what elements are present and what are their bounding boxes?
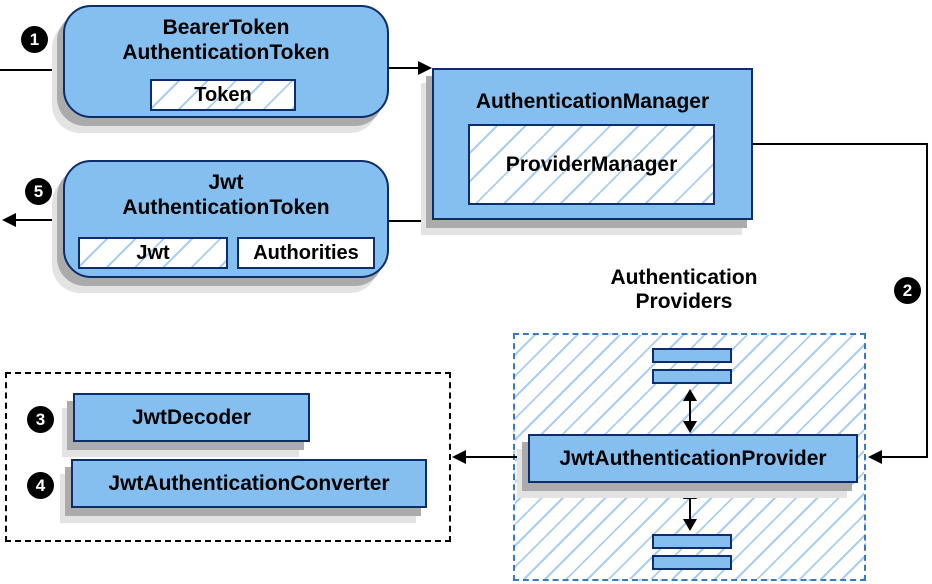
authorities-field: Authorities	[237, 237, 375, 269]
authorities-field-label: Authorities	[253, 241, 359, 264]
double-arrow-top-up-icon	[683, 389, 697, 401]
step-badge-4-number: 4	[35, 476, 46, 495]
outgoing-result-line	[14, 219, 64, 221]
jwt-authentication-provider-label: JwtAuthenticationProvider	[559, 446, 827, 470]
bearer-to-manager-arrowhead-icon	[418, 61, 432, 75]
authentication-providers-label-line2: Providers	[635, 290, 733, 313]
provider-manager-inner-box: ProviderManager	[468, 124, 715, 205]
jwt-token-title: Jwt AuthenticationToken	[65, 162, 387, 220]
jwt-authentication-converter-node: JwtAuthenticationConverter	[71, 459, 427, 508]
bearer-token-title-line2: AuthenticationToken	[122, 41, 330, 64]
double-arrow-top-down-icon	[683, 421, 697, 433]
jwt-field-label: Jwt	[136, 241, 170, 264]
provider-stack-rect-top-1	[652, 348, 732, 363]
provider-stack-rect-bottom-2	[652, 555, 732, 570]
step-badge-3: 3	[27, 406, 54, 433]
jwt-field: Jwt	[78, 237, 228, 269]
outgoing-result-arrowhead-icon	[2, 213, 16, 227]
manager-to-provider-line-top	[753, 143, 928, 145]
step-badge-5-number: 5	[33, 182, 44, 201]
step-badge-1: 1	[21, 26, 48, 53]
jwt-token-title-line1: Jwt	[208, 171, 244, 194]
bearer-token-authentication-token-node: BearerToken AuthenticationToken Token	[63, 5, 389, 118]
step-badge-5: 5	[25, 178, 52, 205]
manager-to-provider-line-bottom	[882, 456, 928, 458]
authentication-manager-title: AuthenticationManager	[475, 90, 710, 113]
step-badge-3-number: 3	[35, 410, 46, 429]
step-badge-2: 2	[894, 277, 921, 304]
double-arrow-bottom-up-icon	[683, 487, 697, 499]
authentication-manager-node: AuthenticationManager ProviderManager	[432, 68, 753, 220]
bearer-to-manager-line	[389, 67, 419, 69]
double-arrow-bottom-down-icon	[683, 519, 697, 531]
step-badge-1-number: 1	[29, 30, 40, 49]
provider-stack-rect-bottom-1	[652, 534, 732, 549]
double-arrow-top-line	[689, 400, 691, 422]
jwt-authentication-token-node: Jwt AuthenticationToken Jwt Authorities	[63, 160, 389, 278]
manager-to-provider-arrowhead-icon	[868, 450, 882, 464]
provider-to-group-line	[466, 456, 528, 458]
incoming-request-line	[0, 69, 64, 71]
provider-stack-rect-top-2	[652, 369, 732, 384]
authentication-providers-label-line1: Authentication	[610, 266, 758, 289]
step-badge-4: 4	[27, 472, 54, 499]
manager-to-provider-line-right	[926, 143, 928, 458]
step-badge-2-number: 2	[902, 281, 913, 300]
decoder-converter-group-box	[5, 372, 451, 542]
jwt-decoder-node: JwtDecoder	[73, 393, 310, 442]
authentication-providers-label: Authentication Providers	[564, 266, 804, 314]
jwt-decoder-label: JwtDecoder	[131, 405, 252, 429]
jwt-authentication-converter-label: JwtAuthenticationConverter	[108, 471, 390, 495]
double-arrow-bottom-line	[689, 498, 691, 520]
bearer-token-title-line1: BearerToken	[162, 16, 290, 39]
provider-to-group-arrowhead-icon	[452, 450, 466, 464]
manager-to-jwt-token-line	[389, 220, 433, 222]
token-field: Token	[150, 79, 296, 111]
bearer-token-title: BearerToken AuthenticationToken	[65, 7, 387, 65]
jwt-authentication-provider-node: JwtAuthenticationProvider	[528, 434, 858, 483]
jwt-token-title-line2: AuthenticationToken	[122, 196, 330, 219]
provider-manager-label: ProviderManager	[505, 152, 678, 176]
token-field-label: Token	[194, 83, 252, 106]
